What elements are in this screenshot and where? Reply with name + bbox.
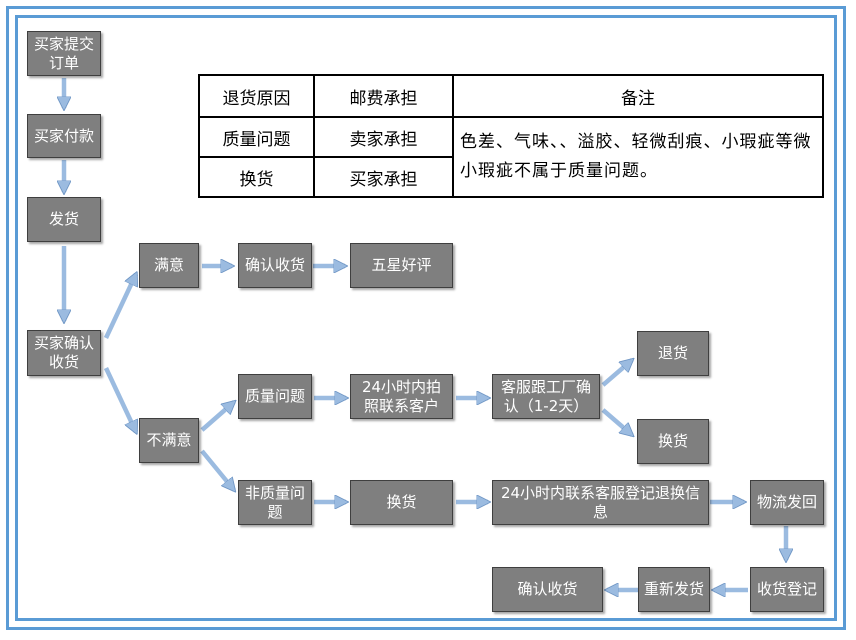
header-remarks: 备注: [452, 74, 824, 118]
postage-exchange: 买家承担: [313, 156, 454, 198]
postage-quality: 卖家承担: [313, 116, 454, 158]
arrow-confirm-to-unsatisfied: [103, 367, 136, 432]
arrow-service-to-refund: [601, 360, 632, 387]
node-reship: 重新发货: [638, 567, 710, 612]
node-five-star-review: 五星好评: [350, 243, 453, 288]
node-exchange-non-quality: 换货: [350, 480, 453, 525]
arrow-service-to-exchange: [601, 408, 632, 435]
node-non-quality-issue: 非质量问 题: [238, 480, 312, 525]
node-photo-contact: 24小时内拍 照联系客户: [350, 374, 453, 419]
node-confirm-goods-final: 确认收货: [492, 567, 603, 612]
node-unsatisfied: 不满意: [139, 418, 199, 463]
node-quality-issue: 质量问题: [238, 374, 312, 419]
reason-quality: 质量问题: [198, 116, 315, 158]
outer-frame: [6, 6, 846, 630]
arrow-confirm-to-satisfied: [103, 274, 136, 339]
node-service-factory-confirm: 客服跟工厂确 认（1-2天）: [492, 374, 600, 419]
node-buyer-pay: 买家付款: [27, 114, 101, 158]
arrow-unsatisfied-to-quality: [200, 402, 234, 432]
node-refund: 退货: [637, 331, 709, 376]
node-register-return-info: 24小时内联系客服登记退换信 息: [492, 480, 709, 525]
remarks-note: 色差、气味、、溢胶、轻微刮痕、小瑕疵等微小瑕疵不属于质量问题。: [452, 116, 824, 198]
header-return-reason: 退货原因: [198, 74, 315, 118]
node-satisfied: 满意: [139, 243, 199, 288]
node-exchange-quality: 换货: [637, 419, 709, 464]
inner-frame: [15, 15, 837, 621]
node-ship: 发货: [27, 197, 101, 242]
arrow-unsatisfied-to-nonquality: [200, 449, 234, 490]
node-receive-register: 收货登记: [750, 567, 824, 612]
node-submit-order: 买家提交 订单: [27, 31, 101, 76]
node-buyer-confirm-receipt: 买家确认 收货: [27, 330, 101, 376]
reason-exchange: 换货: [198, 156, 315, 198]
return-policy-table: 退货原因 邮费承担 备注 质量问题 卖家承担 色差、气味、、溢胶、轻微刮痕、小瑕…: [198, 74, 824, 198]
node-confirm-goods: 确认收货: [238, 243, 312, 288]
node-logistics-return: 物流发回: [750, 480, 824, 525]
header-postage-bearer: 邮费承担: [313, 74, 454, 118]
